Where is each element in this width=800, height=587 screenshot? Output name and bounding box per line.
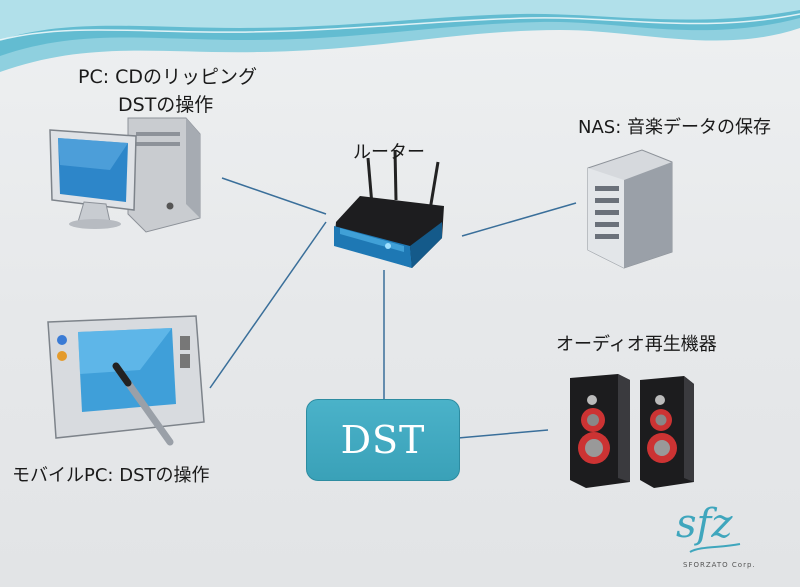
router-label: ルーター bbox=[353, 142, 425, 163]
desktop-pc-icon bbox=[49, 117, 201, 233]
pc-label-line2: DSTの操作 bbox=[118, 94, 214, 116]
pc-router-line bbox=[221, 177, 327, 215]
dst-box: DST bbox=[306, 399, 460, 481]
connection-lines bbox=[209, 177, 577, 439]
nas-label: NAS: 音楽データの保存 bbox=[578, 117, 771, 138]
company-name: SFORZATO Corp. bbox=[683, 561, 756, 569]
tablet-pc-icon bbox=[47, 315, 205, 446]
company-logo: sfz bbox=[676, 501, 733, 547]
dst-label: DST bbox=[340, 418, 426, 462]
mobile-router-line bbox=[209, 221, 327, 389]
logo-mark-icon bbox=[689, 543, 741, 553]
dst-speaker-line bbox=[457, 429, 549, 439]
mobile-pc-label: モバイルPC: DSTの操作 bbox=[12, 465, 210, 486]
speaker-right-icon bbox=[640, 376, 694, 488]
pc-label-line1: PC: CDのリッピング bbox=[78, 66, 258, 88]
nas-server-icon bbox=[587, 149, 673, 269]
wave-banner bbox=[0, 0, 800, 72]
router-nas-line bbox=[461, 202, 577, 237]
audio-player-label: オーディオ再生機器 bbox=[556, 334, 717, 355]
speaker-left-icon bbox=[570, 374, 630, 488]
router-icon bbox=[334, 149, 444, 268]
